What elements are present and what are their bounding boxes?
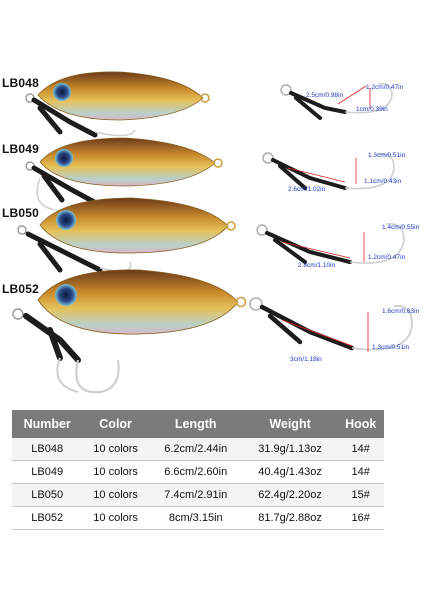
column-header-weight: Weight <box>242 410 338 438</box>
model-label-lb050: LB050 <box>2 206 40 220</box>
hook-dim-label: 3cm/1.18in <box>290 356 322 363</box>
lure-lb052 <box>12 269 247 394</box>
spec-table-header: Number Color Length Weight Hook <box>12 410 384 438</box>
table-row: LB049 10 colors 6.6cm/2.60in 40.4g/1.43o… <box>12 460 384 484</box>
table-row: LB052 10 colors 8cm/3.15in 81.7g/2.88oz … <box>12 506 384 530</box>
model-label-lb052: LB052 <box>2 282 40 296</box>
hook-dim-label: 1.2cm/0.47in <box>368 254 406 261</box>
cell-color: 10 colors <box>82 438 149 461</box>
product-illustration: LB048 LB049 LB050 LB052 1.2cm/0.47in 2.5… <box>2 71 420 394</box>
hook-dim-label: 2.6cm/1.02in <box>288 186 326 193</box>
cell-weight: 62.4g/2.20oz <box>242 483 338 507</box>
hook-dim-label: 2.8cm/1.10in <box>298 262 336 269</box>
lure-eye-icon <box>53 83 71 101</box>
cell-hook: 16# <box>337 506 384 530</box>
model-label-lb048: LB048 <box>2 76 40 90</box>
lure-lb050 <box>17 197 236 273</box>
cell-number: LB050 <box>12 483 83 507</box>
lure-graphics <box>12 71 413 394</box>
column-header-color: Color <box>82 410 149 438</box>
hook-dim-label: 1.3cm/0.51in <box>372 344 410 351</box>
lure-eye-icon <box>56 210 76 230</box>
hook-dim-label: 1.6cm/0.63in <box>382 308 420 315</box>
split-ring-icon <box>12 308 24 320</box>
split-ring-icon <box>235 296 247 308</box>
split-ring-icon <box>213 158 223 168</box>
split-ring-icon <box>200 93 210 103</box>
hook-dim-label: 1.3cm/0.51in <box>368 152 406 159</box>
column-header-hook: Hook <box>337 410 384 438</box>
column-header-number: Number <box>12 410 83 438</box>
hook-dim-label: 2.5cm/0.98in <box>306 92 344 99</box>
cell-length: 6.2cm/2.44in <box>148 438 243 461</box>
cell-weight: 81.7g/2.88oz <box>242 506 338 530</box>
hook-dim-label: 1.4cm/0.55in <box>382 224 420 231</box>
column-header-length: Length <box>148 410 243 438</box>
cell-number: LB048 <box>12 438 83 461</box>
assist-hook-lb052 <box>249 297 413 352</box>
cell-weight: 31.9g/1.13oz <box>242 438 338 461</box>
model-label-lb049: LB049 <box>2 142 40 156</box>
hook-dim-label: 1.2cm/0.47in <box>366 84 404 91</box>
assist-hook-lb050 <box>256 223 405 264</box>
table-row: LB050 10 colors 7.4cm/2.91in 62.4g/2.20o… <box>12 483 384 507</box>
lure-lb049 <box>25 137 223 211</box>
cell-hook: 14# <box>337 438 384 461</box>
hook-dim-label: 1.1cm/0.43in <box>364 178 402 185</box>
spec-table: Number Color Length Weight Hook LB048 10… <box>12 410 384 530</box>
assist-hook-lb049 <box>262 152 395 190</box>
cell-number: LB052 <box>12 506 83 530</box>
cell-hook: 15# <box>337 483 384 507</box>
lure-lb048 <box>25 71 210 138</box>
lure-eye-icon <box>55 284 77 306</box>
cell-color: 10 colors <box>82 506 149 530</box>
split-ring-icon <box>17 225 27 235</box>
cell-length: 7.4cm/2.91in <box>148 483 243 507</box>
lure-eye-icon <box>55 149 73 167</box>
hook-dim-label: 1cm/0.39in <box>356 106 388 113</box>
cell-color: 10 colors <box>82 483 149 507</box>
cell-length: 6.6cm/2.60in <box>148 460 243 484</box>
cell-hook: 14# <box>337 460 384 484</box>
cell-number: LB049 <box>12 460 83 484</box>
assist-hook-lb048 <box>280 82 393 120</box>
split-ring-icon <box>226 221 236 231</box>
table-row: LB048 10 colors 6.2cm/2.44in 31.9g/1.13o… <box>12 438 384 461</box>
cell-weight: 40.4g/1.43oz <box>242 460 338 484</box>
cell-color: 10 colors <box>82 460 149 484</box>
cell-length: 8cm/3.15in <box>148 506 243 530</box>
